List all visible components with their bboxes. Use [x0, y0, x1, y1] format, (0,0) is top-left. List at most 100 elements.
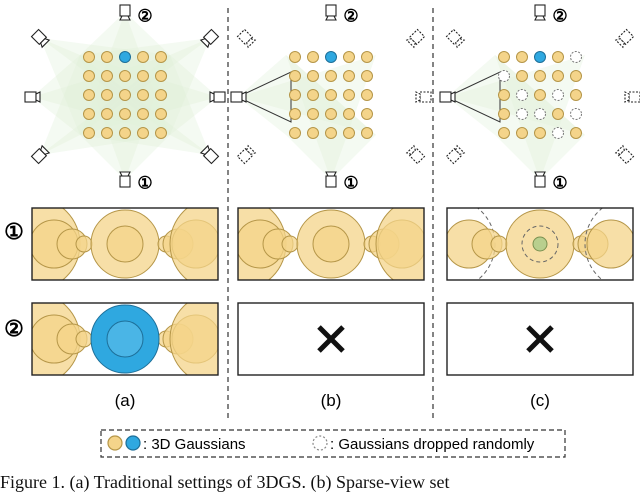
gaussian-dot	[325, 70, 337, 82]
camera-frustums	[238, 55, 376, 180]
camera-lens	[35, 91, 41, 103]
gaussian-dot	[101, 108, 113, 120]
gaussian-dot	[534, 127, 546, 139]
cross-stroke	[317, 325, 345, 353]
camera-icon	[236, 144, 257, 165]
gaussian-dot	[137, 89, 149, 101]
gaussian-dot	[289, 127, 301, 139]
render-view1	[237, 207, 425, 281]
legend-gaussians-label: : 3D Gaussians	[143, 436, 246, 453]
gaussian-blob	[169, 208, 218, 280]
gaussian-dot	[325, 89, 337, 101]
panel-dropped: ②①	[439, 4, 640, 376]
gaussian-dot	[83, 70, 95, 82]
render-view1	[31, 207, 219, 281]
highlight-blob	[106, 320, 144, 358]
camera-icon	[624, 91, 640, 103]
camera-icon	[614, 28, 635, 49]
camera-lens	[614, 38, 625, 49]
gaussian-dot	[137, 108, 149, 120]
gaussian-dot	[155, 108, 167, 120]
dropped-gaussian	[516, 108, 528, 120]
gaussian-dot	[307, 70, 319, 82]
gaussian-blob	[490, 235, 508, 253]
dropped-gaussian	[570, 108, 582, 120]
panel-label-a: (a)	[115, 391, 136, 410]
gaussian-dot	[137, 51, 149, 63]
gaussian-dot	[552, 70, 564, 82]
camera-icon	[405, 28, 426, 49]
gaussian-dot	[289, 108, 301, 120]
frustum	[447, 55, 585, 135]
cross-stroke	[526, 325, 554, 353]
camera-icon	[24, 91, 41, 103]
camera-icon	[325, 4, 337, 21]
camera-body	[119, 175, 131, 188]
dropped-gaussian	[516, 89, 528, 101]
gaussian-dot	[119, 127, 131, 139]
highlight-gaussian	[325, 51, 337, 63]
render-frame	[31, 302, 219, 376]
camera-body	[213, 91, 226, 103]
camera-lens	[209, 91, 215, 103]
camera-body	[24, 91, 37, 103]
gaussian-dot	[498, 51, 510, 63]
gaussian-dot	[343, 108, 355, 120]
camera-icon	[614, 144, 635, 165]
dropped-legend-dot	[312, 435, 328, 451]
camera-lens	[246, 144, 257, 155]
camera-lens	[455, 144, 466, 155]
gaussian-dot	[83, 51, 95, 63]
gaussian-dot	[516, 70, 528, 82]
camera-body	[325, 4, 337, 17]
render-content	[32, 208, 218, 280]
gaussian-dot	[516, 51, 528, 63]
gaussian-dot	[552, 51, 564, 63]
frustum	[40, 55, 170, 155]
frustum	[80, 38, 210, 135]
gaussian-dot	[155, 51, 167, 63]
dropped-gaussian	[521, 225, 559, 263]
gaussian-dot	[552, 108, 564, 120]
camera-icon	[236, 28, 257, 49]
camera-lens	[246, 38, 257, 49]
frustum	[40, 55, 170, 155]
gaussian-dot	[343, 89, 355, 101]
row-label-view2: ②	[4, 316, 24, 341]
camera-icon	[199, 28, 220, 49]
gaussian-dot	[325, 127, 337, 139]
render-content	[238, 208, 424, 280]
camera-body	[534, 175, 546, 188]
gaussian-dot	[119, 70, 131, 82]
view-label-2: ②	[137, 6, 152, 25]
gaussian-dot	[101, 89, 113, 101]
render-frame	[31, 207, 219, 281]
cross-icon	[317, 325, 345, 353]
gaussian-dot	[83, 127, 95, 139]
gaussian-dot	[289, 89, 301, 101]
gaussian-blob	[169, 303, 218, 375]
gaussian-dot	[155, 127, 167, 139]
camera-icon	[439, 91, 456, 103]
render-frame	[237, 207, 425, 281]
gaussian-blob	[75, 330, 93, 348]
camera-icon	[534, 4, 546, 21]
camera-lens	[40, 38, 51, 49]
highlight-legend-dot	[125, 435, 141, 451]
camera-frustums	[447, 55, 585, 180]
frustum	[447, 55, 585, 135]
camera-lens	[199, 144, 210, 155]
panel-sparse: ②①	[230, 4, 432, 376]
camera-icon	[445, 144, 466, 165]
gaussian-dot	[361, 51, 373, 63]
gaussian-blob	[312, 225, 350, 263]
camera-lens	[455, 38, 466, 49]
render-view1	[446, 207, 634, 281]
gaussian-dot	[101, 127, 113, 139]
legend-box	[100, 429, 566, 458]
gaussian-dot	[498, 127, 510, 139]
frustum	[80, 55, 210, 155]
panel-traditional: ②①	[24, 4, 226, 376]
camera-icon	[119, 4, 131, 21]
